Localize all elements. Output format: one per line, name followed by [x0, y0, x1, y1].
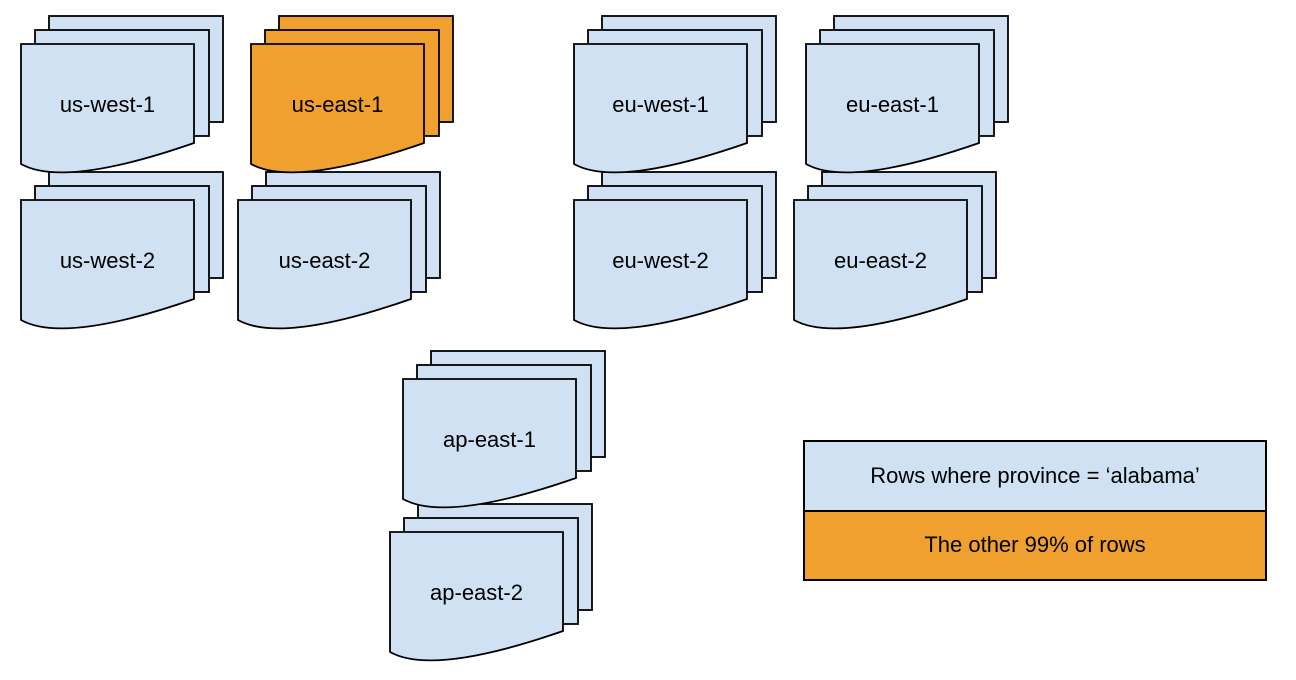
doc-stack-eu-east-1: eu-east-1	[805, 15, 1010, 177]
document-stack-icon	[237, 171, 441, 330]
document-stack-icon	[402, 350, 606, 509]
document-stack-icon	[573, 171, 777, 330]
legend-label: The other 99% of rows	[924, 532, 1146, 558]
doc-stack-eu-west-1: eu-west-1	[573, 15, 778, 177]
document-stack-icon	[20, 171, 224, 330]
doc-stack-us-west-1: us-west-1	[20, 15, 225, 177]
document-stack-icon	[573, 15, 777, 174]
document-stack-icon	[250, 15, 454, 174]
document-stack-icon	[389, 503, 593, 662]
document-stack-icon	[805, 15, 1009, 174]
doc-stack-us-west-2: us-west-2	[20, 171, 225, 333]
doc-stack-us-east-1: us-east-1	[250, 15, 455, 177]
document-stack-icon	[20, 15, 224, 174]
legend-label: Rows where province = ‘alabama’	[870, 462, 1200, 488]
legend-item-other-rows: The other 99% of rows	[805, 509, 1265, 579]
doc-stack-us-east-2: us-east-2	[237, 171, 442, 333]
doc-stack-ap-east-2: ap-east-2	[389, 503, 594, 665]
legend: Rows where province = ‘alabama’ The othe…	[803, 440, 1267, 581]
doc-stack-ap-east-1: ap-east-1	[402, 350, 607, 512]
doc-stack-eu-east-2: eu-east-2	[793, 171, 998, 333]
doc-stack-eu-west-2: eu-west-2	[573, 171, 778, 333]
document-stack-icon	[793, 171, 997, 330]
legend-item-alabama-rows: Rows where province = ‘alabama’	[805, 442, 1265, 510]
